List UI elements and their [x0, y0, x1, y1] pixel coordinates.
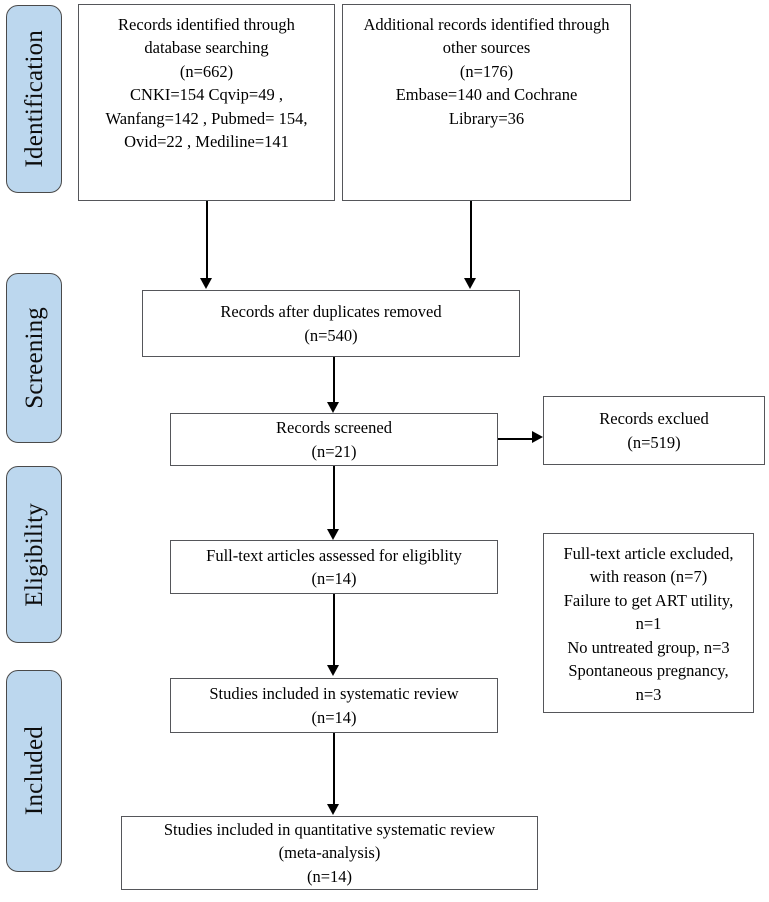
- box-database-searching-line-3: (n=662): [179, 61, 234, 81]
- box-other-sources-line-2: other sources: [442, 38, 531, 58]
- connector-screened-to-excluded: [498, 438, 533, 440]
- arrowhead-fulltext-to-systematic-review: [327, 665, 339, 676]
- stage-label-included: Included: [20, 726, 48, 816]
- box-database-searching: Records identified through database sear…: [78, 4, 335, 201]
- box-fulltext-excluded-line-4: n=1: [635, 614, 662, 634]
- box-included-systematic-review-line-2: (n=14): [311, 707, 357, 727]
- connector-other-sources-to-duplicates: [470, 201, 472, 279]
- stage-pill-eligibility: Eligibility: [6, 466, 62, 643]
- stage-pill-screening: Screening: [6, 273, 62, 443]
- box-database-searching-line-2: database searching: [144, 38, 269, 58]
- box-records-screened-line-2: (n=21): [311, 441, 357, 461]
- arrowhead-database-to-duplicates: [200, 278, 212, 289]
- box-database-searching-line-1: Records identified through: [118, 15, 295, 34]
- box-included-meta-analysis-line-1: Studies included in quantitative systema…: [163, 819, 496, 839]
- box-database-searching-line-6: Ovid=22 , Mediline=141: [124, 132, 289, 152]
- connector-fulltext-to-systematic-review: [333, 594, 335, 666]
- arrowhead-duplicates-to-screened: [327, 402, 339, 413]
- arrowhead-screened-to-fulltext: [327, 529, 339, 540]
- box-fulltext-excluded-line-5: No untreated group, n=3: [567, 637, 730, 657]
- box-fulltext-excluded-line-3: Failure to get ART utility,: [563, 590, 734, 610]
- box-database-searching-line-5: Wanfang=142 , Pubmed= 154,: [105, 108, 308, 128]
- stage-pill-included: Included: [6, 670, 62, 872]
- box-other-sources-line-1: Additional records identified through: [363, 15, 610, 34]
- connector-systematic-review-to-meta-analysis: [333, 733, 335, 805]
- box-included-meta-analysis-line-2: (meta-analysis): [278, 843, 381, 863]
- box-fulltext-assessed-line-2: (n=14): [311, 569, 357, 588]
- box-included-meta-analysis-line-3: (n=14): [306, 866, 353, 886]
- stage-pill-identification: Identification: [6, 5, 62, 193]
- box-fulltext-excluded: Full-text article excluded, with reason …: [543, 533, 754, 713]
- arrowhead-screened-to-excluded: [532, 431, 543, 443]
- box-records-excluded-line-1: Records exclued: [599, 409, 709, 429]
- stage-label-identification: Identification: [20, 30, 48, 168]
- box-duplicates-removed: Records after duplicates removed (n=540): [142, 290, 520, 357]
- box-other-sources-line-3: (n=176): [459, 61, 514, 81]
- connector-duplicates-to-screened: [333, 357, 335, 403]
- arrowhead-other-sources-to-duplicates: [464, 278, 476, 289]
- box-duplicates-removed-line-2: (n=540): [304, 325, 358, 345]
- box-included-meta-analysis: Studies included in quantitative systema…: [121, 816, 538, 890]
- arrowhead-systematic-review-to-meta-analysis: [327, 804, 339, 815]
- box-included-systematic-review-line-1: Studies included in systematic review: [209, 684, 459, 704]
- box-other-sources-line-5: Library=36: [448, 108, 525, 128]
- connector-screened-to-fulltext: [333, 466, 335, 531]
- box-fulltext-excluded-line-7: n=3: [635, 684, 662, 704]
- box-database-searching-line-4: CNKI=154 Cqvip=49 ,: [130, 85, 283, 105]
- box-included-systematic-review: Studies included in systematic review (n…: [170, 678, 498, 733]
- box-records-screened: Records screened (n=21): [170, 413, 498, 466]
- box-other-sources: Additional records identified through ot…: [342, 4, 631, 201]
- box-fulltext-excluded-line-1: Full-text article excluded,: [563, 544, 734, 563]
- box-fulltext-assessed-line-1: Full-text articles assessed for eligibli…: [206, 545, 462, 565]
- box-records-excluded-line-2: (n=519): [627, 432, 681, 452]
- box-fulltext-assessed: Full-text articles assessed for eligibli…: [170, 540, 498, 594]
- box-records-screened-line-1: Records screened: [276, 418, 392, 438]
- box-records-excluded: Records exclued (n=519): [543, 396, 765, 465]
- box-duplicates-removed-line-1: Records after duplicates removed: [220, 302, 442, 322]
- box-other-sources-line-4: Embase=140 and Cochrane: [395, 85, 578, 105]
- box-fulltext-excluded-line-2: with reason (n=7): [589, 567, 708, 587]
- stage-label-screening: Screening: [20, 307, 48, 409]
- connector-database-to-duplicates: [206, 201, 208, 279]
- stage-label-eligibility: Eligibility: [20, 502, 48, 607]
- box-fulltext-excluded-line-6: Spontaneous pregnancy,: [568, 661, 729, 681]
